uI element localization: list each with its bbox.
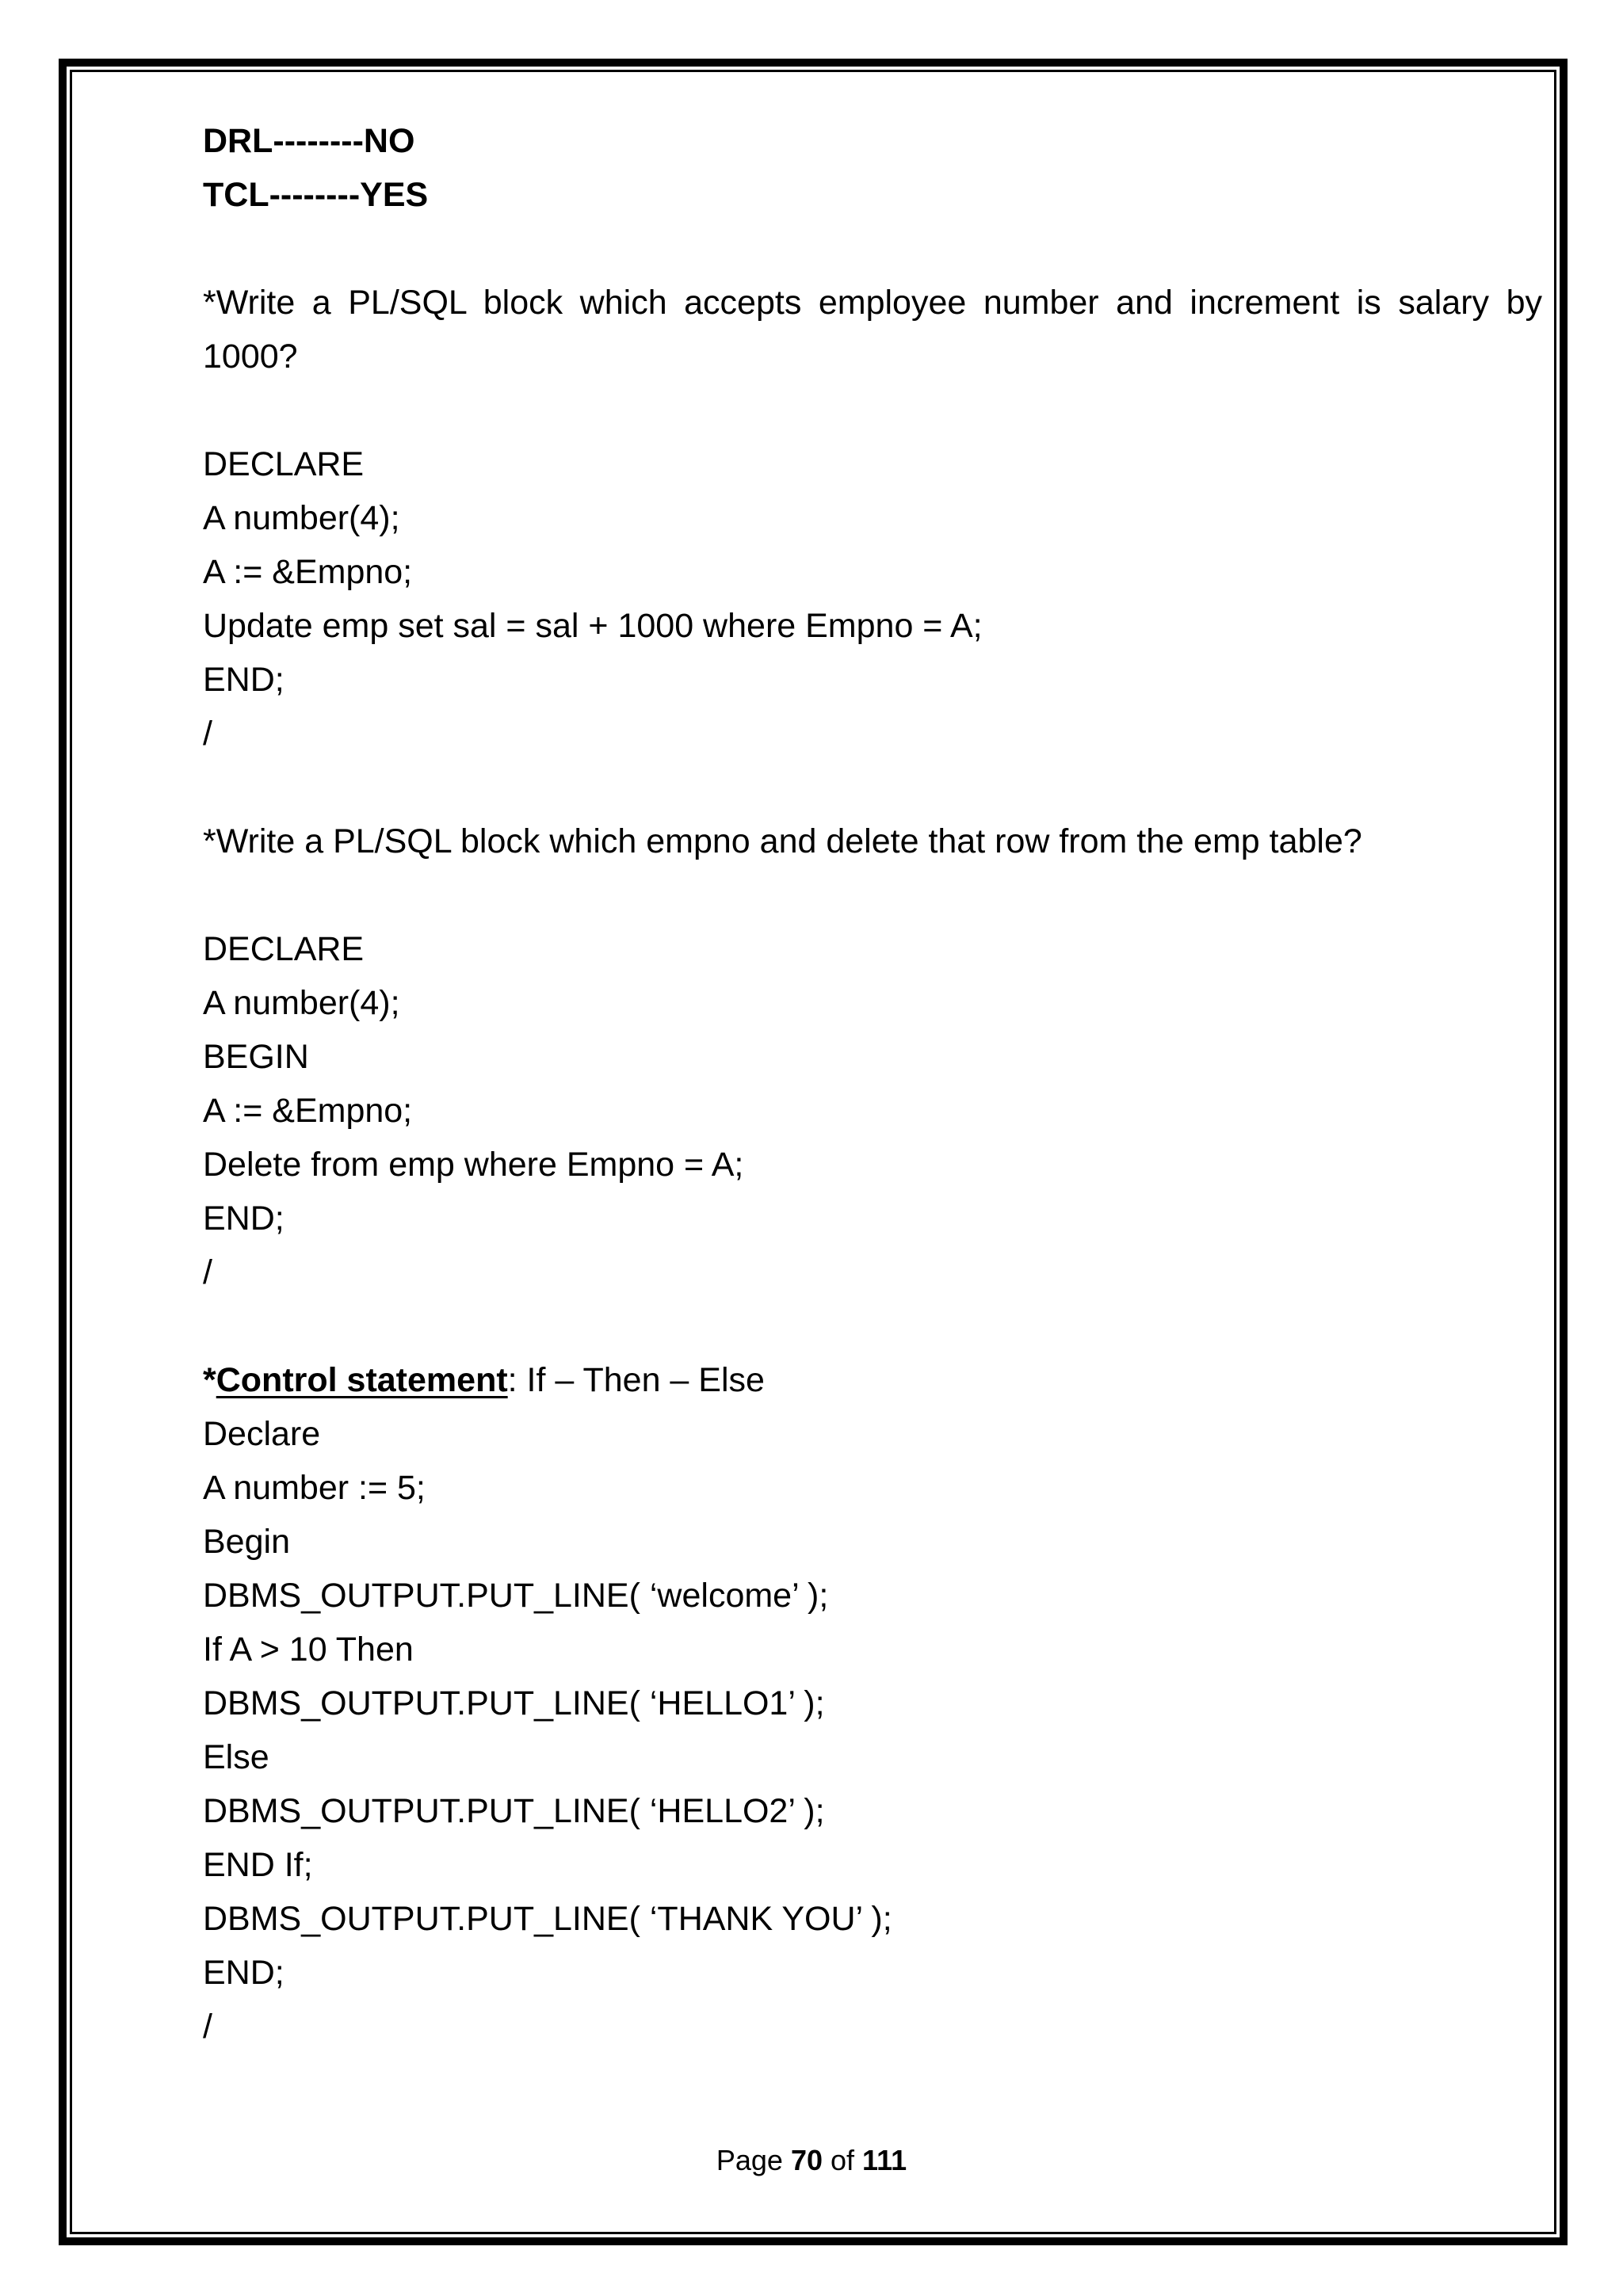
code-line: END; [203, 1954, 285, 1992]
code-line: / [203, 715, 212, 753]
heading-title: Control statement [216, 1361, 508, 1399]
of-label: of [831, 2144, 855, 2176]
code-line: DBMS_OUTPUT.PUT_LINE( ‘HELLO1’ ); [203, 1684, 825, 1722]
code-line: END; [203, 1199, 285, 1238]
page-label: Page [716, 2144, 783, 2176]
code-line: A number(4); [203, 499, 400, 537]
header-line-drl: DRL--------NO [203, 122, 415, 160]
total-pages: 111 [862, 2144, 907, 2176]
code-line: If A > 10 Then [203, 1630, 414, 1669]
page-border-inner [70, 70, 1556, 2234]
spacer [203, 1299, 1542, 1353]
page-footer: Page 70 of 111 [0, 2143, 1623, 2178]
code-block-delete: DECLARE A number(4); BEGIN A := &Empno; … [203, 922, 1542, 1299]
spacer [203, 383, 1542, 437]
question-delete-row: *Write a PL/SQL block which empno and de… [203, 822, 1362, 860]
code-line: DBMS_OUTPUT.PUT_LINE( ‘HELLO2’ ); [203, 1792, 825, 1830]
code-block-if-then-else: Declare A number := 5; Begin DBMS_OUTPUT… [203, 1407, 1542, 2054]
spacer [203, 222, 1542, 276]
code-line: Delete from emp where Empno = A; [203, 1146, 744, 1184]
code-line: END; [203, 661, 285, 699]
code-line: Begin [203, 1523, 290, 1561]
spacer [203, 868, 1542, 922]
code-line: DECLARE [203, 445, 365, 483]
page-number: 70 [790, 2144, 823, 2176]
question-increment-salary: *Write a PL/SQL block which accepts empl… [203, 284, 1542, 376]
page-content: DRL--------NO TCL--------YES *Write a PL… [203, 114, 1542, 2054]
control-statement-heading: *Control statement: If – Then – Else [203, 1353, 1542, 1407]
code-line: A := &Empno; [203, 553, 413, 591]
header-line-tcl: TCL--------YES [203, 176, 429, 214]
code-line: A := &Empno; [203, 1092, 413, 1130]
heading-subtitle: : If – Then – Else [507, 1361, 765, 1399]
code-line: / [203, 2008, 212, 2046]
code-block-update: DECLARE A number(4); A := &Empno; Update… [203, 437, 1542, 761]
code-line: / [203, 1253, 212, 1291]
page-border-outer [59, 59, 1568, 2245]
spacer [203, 761, 1542, 814]
code-line: END If; [203, 1846, 313, 1884]
code-line: Update emp set sal = sal + 1000 where Em… [203, 607, 983, 645]
code-line: DECLARE [203, 930, 365, 968]
code-line: DBMS_OUTPUT.PUT_LINE( ‘THANK YOU’ ); [203, 1900, 892, 1938]
code-line: DBMS_OUTPUT.PUT_LINE( ‘welcome’ ); [203, 1577, 829, 1615]
code-line: Else [203, 1738, 269, 1776]
code-line: A number := 5; [203, 1469, 426, 1507]
code-line: Declare [203, 1415, 321, 1453]
code-line: A number(4); [203, 984, 400, 1022]
heading-asterisk: * [203, 1361, 216, 1399]
code-line: BEGIN [203, 1038, 309, 1076]
